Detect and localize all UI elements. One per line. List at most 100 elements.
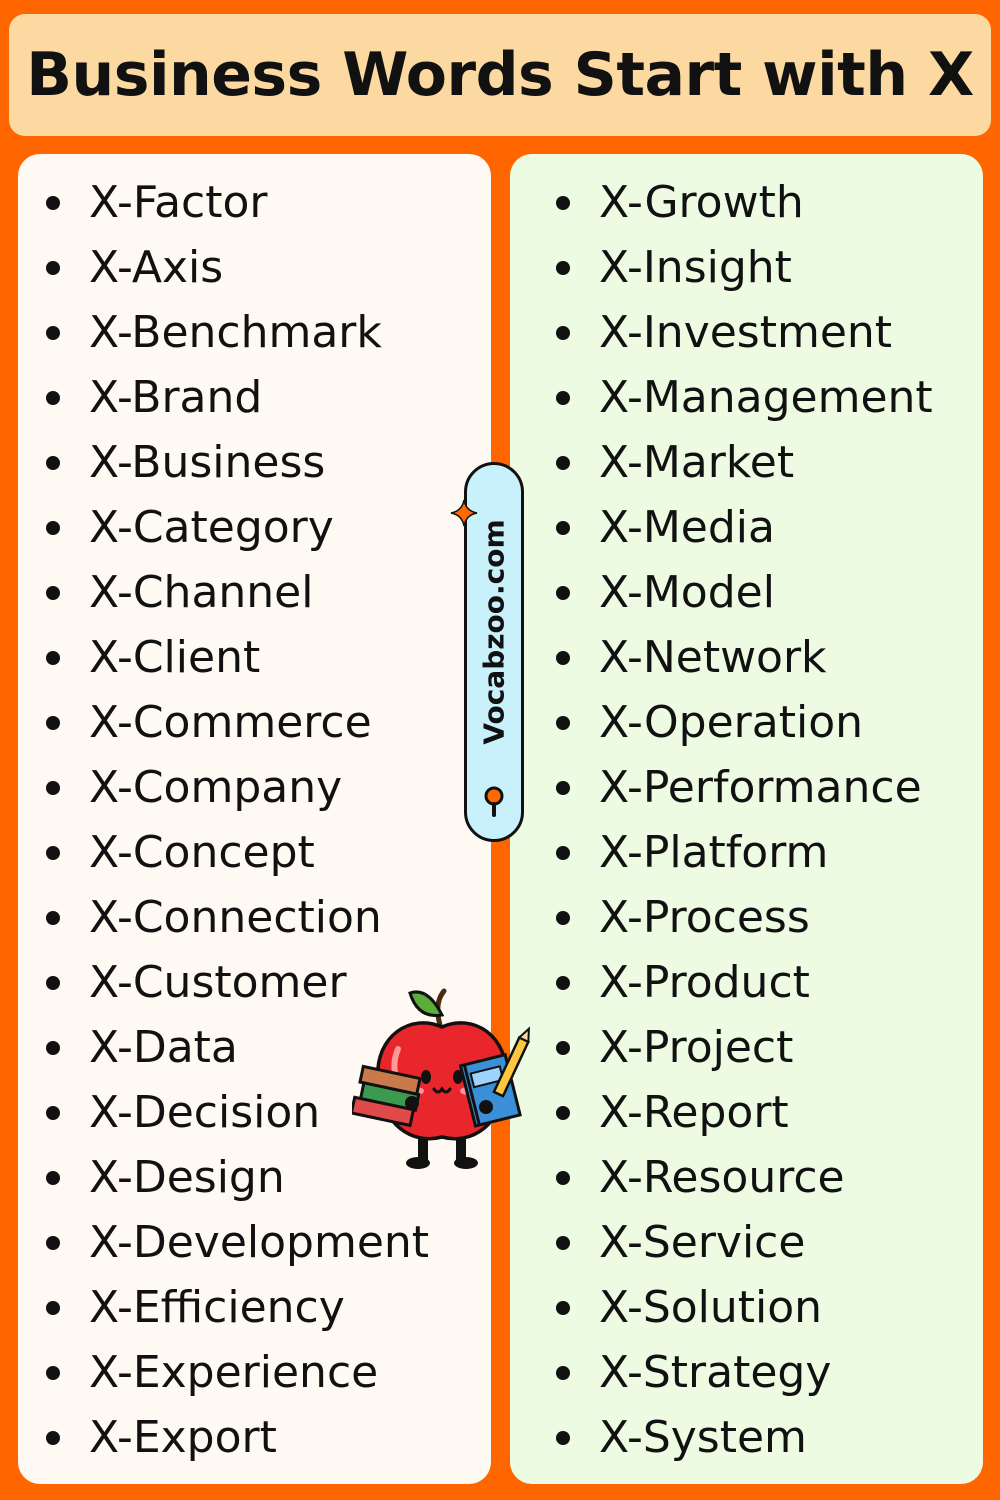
list-item: X-Design — [46, 1145, 429, 1210]
list-item: X-Concept — [46, 820, 429, 885]
list-item: X-Report — [556, 1080, 933, 1145]
word-text: X-Performance — [599, 762, 922, 813]
bullet-icon — [556, 910, 570, 925]
list-item: X-Brand — [46, 365, 429, 430]
list-item: X-Resource — [556, 1145, 933, 1210]
list-item: X-Process — [556, 885, 933, 950]
bullet-icon — [46, 1430, 60, 1445]
bullet-icon — [46, 650, 60, 665]
bullet-icon — [556, 1170, 570, 1185]
word-text: X-Investment — [599, 307, 893, 358]
word-text: X-Benchmark — [89, 307, 382, 358]
page-title: Business Words Start with X — [26, 40, 974, 110]
word-text: X-Factor — [89, 177, 268, 228]
bullet-icon — [556, 455, 570, 470]
bullet-icon — [46, 260, 60, 275]
word-text: X-Market — [599, 437, 795, 488]
bullet-icon — [46, 1365, 60, 1380]
title-banner: Business Words Start with X — [9, 14, 991, 136]
word-text: X-Model — [599, 567, 775, 618]
list-item: X-Investment — [556, 300, 933, 365]
bullet-icon — [46, 780, 60, 795]
list-item: X-Growth — [556, 170, 933, 235]
site-name: Vocabzoo.com — [477, 519, 511, 745]
bullet-icon — [556, 1040, 570, 1055]
word-text: X-Resource — [599, 1152, 845, 1203]
word-text: X-Connection — [89, 892, 382, 943]
list-item: X-Efficiency — [46, 1275, 429, 1340]
list-item: X-Customer — [46, 950, 429, 1015]
list-item: X-Category — [46, 495, 429, 560]
word-text: X-Export — [89, 1412, 277, 1463]
list-item: X-Benchmark — [46, 300, 429, 365]
word-text: X-Business — [89, 437, 326, 488]
word-text: X-Service — [599, 1217, 806, 1268]
list-item: X-Management — [556, 365, 933, 430]
word-text: X-Channel — [89, 567, 314, 618]
list-item: X-Solution — [556, 1275, 933, 1340]
bullet-icon — [556, 390, 570, 405]
word-text: X-Decision — [89, 1087, 321, 1138]
list-item: X-Platform — [556, 820, 933, 885]
word-text: X-Platform — [599, 827, 829, 878]
list-item: X-Insight — [556, 235, 933, 300]
list-item: X-Company — [46, 755, 429, 820]
word-text: X-Design — [89, 1152, 285, 1203]
list-item: X-Media — [556, 495, 933, 560]
bullet-icon — [556, 715, 570, 730]
bullet-icon — [46, 325, 60, 340]
list-item: X-Network — [556, 625, 933, 690]
list-item: X-Experience — [46, 1340, 429, 1405]
word-text: X-Media — [599, 502, 775, 553]
bullet-icon — [556, 520, 570, 535]
list-item: X-Strategy — [556, 1340, 933, 1405]
list-item: X-Commerce — [46, 690, 429, 755]
magnifier-icon — [484, 786, 504, 817]
bullet-icon — [46, 195, 60, 210]
list-item: X-Model — [556, 560, 933, 625]
list-item: X-Operation — [556, 690, 933, 755]
word-text: X-Management — [599, 372, 933, 423]
bullet-icon — [46, 455, 60, 470]
word-text: X-Strategy — [599, 1347, 832, 1398]
sparkle-icon — [450, 499, 478, 527]
bullet-icon — [556, 1235, 570, 1250]
list-item: X-Factor — [46, 170, 429, 235]
word-text: X-Client — [89, 632, 261, 683]
apple-mascot-illustration — [352, 988, 531, 1169]
list-item: X-Data — [46, 1015, 429, 1080]
word-text: X-Category — [89, 502, 334, 553]
word-text: X-Commerce — [89, 697, 372, 748]
bullet-icon — [46, 1040, 60, 1055]
word-text: X-Product — [599, 957, 810, 1008]
list-item: X-Channel — [46, 560, 429, 625]
word-text: X-Efficiency — [89, 1282, 345, 1333]
word-text: X-Experience — [89, 1347, 379, 1398]
bullet-icon — [46, 585, 60, 600]
word-text: X-Report — [599, 1087, 789, 1138]
list-item: X-Axis — [46, 235, 429, 300]
list-item: X-Connection — [46, 885, 429, 950]
word-text: X-Customer — [89, 957, 347, 1008]
bullet-icon — [46, 910, 60, 925]
word-text: X-Solution — [599, 1282, 823, 1333]
list-item: X-Product — [556, 950, 933, 1015]
bullet-icon — [556, 650, 570, 665]
site-badge: Vocabzoo.com — [464, 462, 524, 842]
bullet-icon — [556, 780, 570, 795]
word-text: X-Brand — [89, 372, 263, 423]
word-text: X-Data — [89, 1022, 238, 1073]
bullet-icon — [556, 1365, 570, 1380]
word-text: X-Operation — [599, 697, 864, 748]
bullet-icon — [556, 325, 570, 340]
bullet-icon — [46, 1300, 60, 1315]
word-text: X-Network — [599, 632, 827, 683]
bullet-icon — [46, 715, 60, 730]
list-item: X-Development — [46, 1210, 429, 1275]
bullet-icon — [46, 390, 60, 405]
bullet-icon — [556, 195, 570, 210]
